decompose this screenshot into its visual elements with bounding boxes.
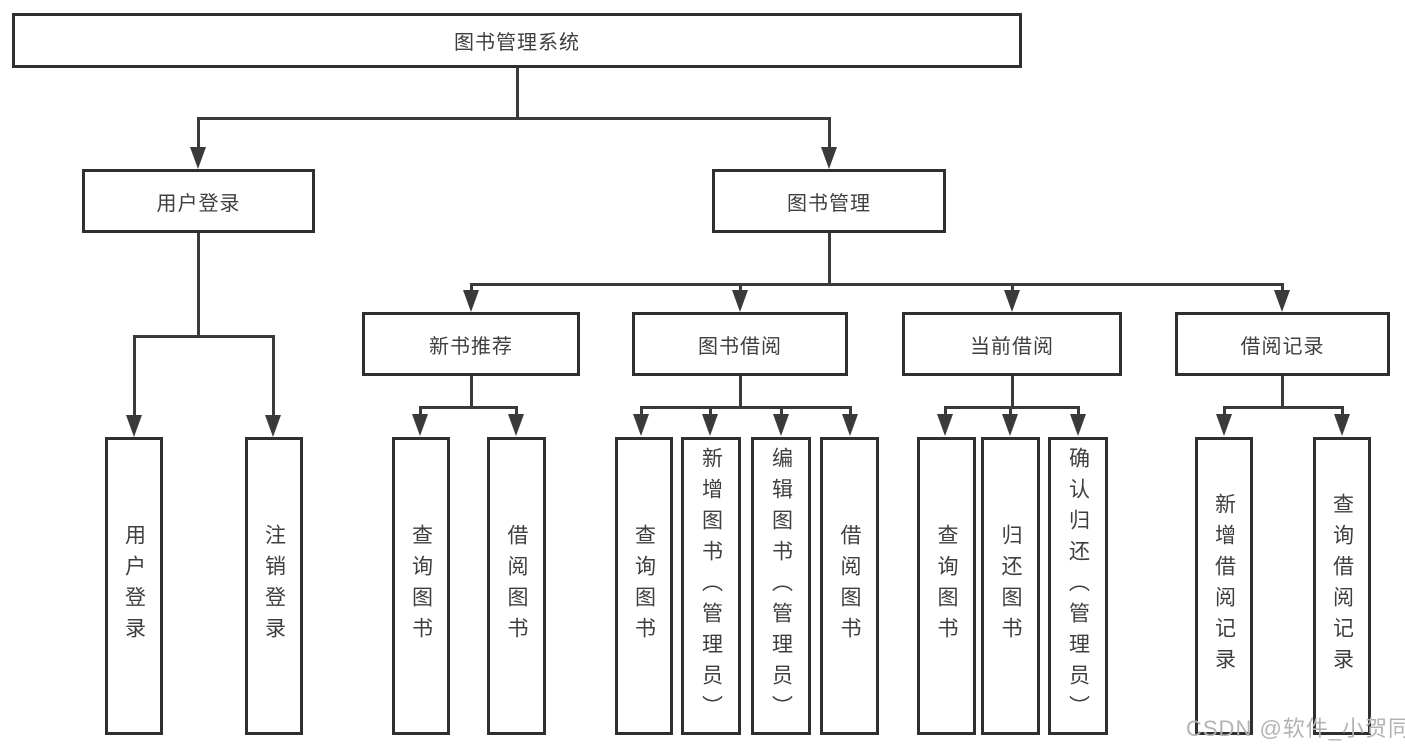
connector-drop-br-query: [1341, 406, 1344, 416]
leaf-edit-book-admin-label: 编辑图书（管理员）: [769, 446, 793, 726]
arrow-bb-edit: [773, 414, 789, 436]
arrow-leaf-logout: [265, 415, 281, 437]
leaf-return-books-label: 归还图书: [999, 524, 1022, 648]
node-new-book-recommendation-label: 新书推荐: [429, 335, 513, 358]
arrow-bb-query: [633, 414, 649, 436]
leaf-query-books-current-label: 查询图书: [935, 524, 958, 648]
node-current-borrowing-label: 当前借阅: [970, 335, 1054, 358]
arrow-current-borrowing: [1004, 290, 1020, 312]
connector-drop-nb-borrow: [515, 406, 518, 416]
leaf-user-login-label: 用户登录: [122, 524, 146, 648]
connector-drop-book-borrowing: [739, 283, 742, 293]
leaf-add-borrow-record-label: 新增借阅记录: [1212, 493, 1236, 679]
csdn-watermark: CSDN @软件_小贺同学: [1186, 716, 1405, 741]
leaf-query-books-borrowing: 查询图书: [615, 437, 673, 735]
connector-book-management-horizontal: [470, 283, 1284, 286]
leaf-query-books-current: 查询图书: [917, 437, 976, 735]
connector-drop-nb-query: [419, 406, 422, 416]
leaf-return-books: 归还图书: [981, 437, 1040, 735]
leaf-logout: 注销登录: [245, 437, 303, 735]
connector-current-borrowing-horizontal: [944, 406, 1080, 409]
arrow-user-login: [190, 147, 206, 169]
leaf-confirm-return-admin-label: 确认归还（管理员）: [1066, 446, 1090, 726]
leaf-query-borrow-record: 查询借阅记录: [1313, 437, 1371, 735]
node-user-login: 用户登录: [82, 169, 315, 233]
connector-drop-cb-return: [1009, 406, 1012, 416]
connector-drop-cb-confirm: [1077, 406, 1080, 416]
leaf-borrow-books-borrowing: 借阅图书: [820, 437, 879, 735]
arrow-cb-return: [1002, 414, 1018, 436]
arrow-borrow-records: [1274, 290, 1290, 312]
node-book-borrowing-label: 图书借阅: [698, 335, 782, 358]
connector-drop-bb-query: [640, 406, 643, 416]
connector-root-trunk: [516, 68, 519, 118]
arrow-nb-borrow: [508, 414, 524, 436]
leaf-query-books-borrowing-label: 查询图书: [632, 524, 656, 648]
connector-new-book-horizontal: [419, 406, 518, 409]
connector-current-borrowing-stub: [1011, 376, 1014, 407]
connector-drop-br-add: [1223, 406, 1226, 416]
connector-root-horizontal: [197, 117, 831, 120]
node-book-borrowing: 图书借阅: [632, 312, 848, 376]
node-library-system-label: 图书管理系统: [454, 32, 580, 54]
arrow-new-book: [463, 290, 479, 312]
leaf-query-borrow-record-label: 查询借阅记录: [1330, 493, 1354, 679]
connector-user-login-stub: [197, 233, 200, 337]
arrow-leaf-user-login: [126, 415, 142, 437]
arrow-bb-borrow: [842, 414, 858, 436]
node-borrowing-records-label: 借阅记录: [1240, 335, 1325, 358]
arrow-bb-add: [702, 414, 718, 436]
connector-drop-leaf-logout: [272, 335, 275, 417]
connector-borrow-records-stub: [1281, 376, 1284, 407]
connector-user-login-horizontal: [133, 335, 275, 338]
arrow-br-query: [1334, 414, 1350, 436]
leaf-borrow-books-recommend: 借阅图书: [487, 437, 546, 735]
leaf-confirm-return-admin: 确认归还（管理员）: [1048, 437, 1108, 735]
connector-drop-borrow-records: [1281, 283, 1284, 293]
leaf-edit-book-admin: 编辑图书（管理员）: [751, 437, 811, 735]
connector-book-management-stub: [828, 233, 831, 285]
node-current-borrowing: 当前借阅: [902, 312, 1122, 376]
node-borrowing-records: 借阅记录: [1175, 312, 1390, 376]
connector-drop-book-management: [828, 117, 831, 148]
node-book-management-label: 图书管理: [787, 192, 871, 215]
connector-book-borrowing-stub: [739, 376, 742, 407]
connector-drop-cb-query: [944, 406, 947, 416]
arrow-book-management: [821, 147, 837, 169]
leaf-logout-label: 注销登录: [262, 524, 286, 648]
leaf-add-borrow-record: 新增借阅记录: [1195, 437, 1253, 735]
leaf-user-login: 用户登录: [105, 437, 163, 735]
connector-drop-leaf-user-login: [133, 335, 136, 417]
leaf-add-book-admin-label: 新增图书（管理员）: [699, 446, 723, 726]
connector-drop-bb-borrow: [849, 406, 852, 416]
connector-drop-user-login: [197, 117, 200, 148]
node-new-book-recommendation: 新书推荐: [362, 312, 580, 376]
leaf-borrow-books-borrowing-label: 借阅图书: [838, 524, 861, 648]
arrow-cb-confirm: [1070, 414, 1086, 436]
leaf-query-books-recommend: 查询图书: [392, 437, 450, 735]
arrow-nb-query: [412, 414, 428, 436]
arrow-book-borrowing: [732, 290, 748, 312]
node-user-login-label: 用户登录: [156, 192, 241, 215]
connector-drop-new-book: [470, 283, 473, 293]
connector-book-borrowing-horizontal: [640, 406, 851, 409]
leaf-borrow-books-recommend-label: 借阅图书: [505, 524, 528, 648]
connector-new-book-stub: [470, 376, 473, 407]
node-book-management: 图书管理: [712, 169, 946, 233]
leaf-add-book-admin: 新增图书（管理员）: [681, 437, 741, 735]
node-library-system: 图书管理系统: [12, 13, 1022, 68]
connector-drop-current-borrowing: [1011, 283, 1014, 293]
connector-borrow-records-horizontal: [1223, 406, 1344, 409]
connector-drop-bb-add: [709, 406, 712, 416]
leaf-query-books-recommend-label: 查询图书: [409, 524, 433, 648]
arrow-br-add: [1216, 414, 1232, 436]
connector-drop-bb-edit: [780, 406, 783, 416]
arrow-cb-query: [937, 414, 953, 436]
